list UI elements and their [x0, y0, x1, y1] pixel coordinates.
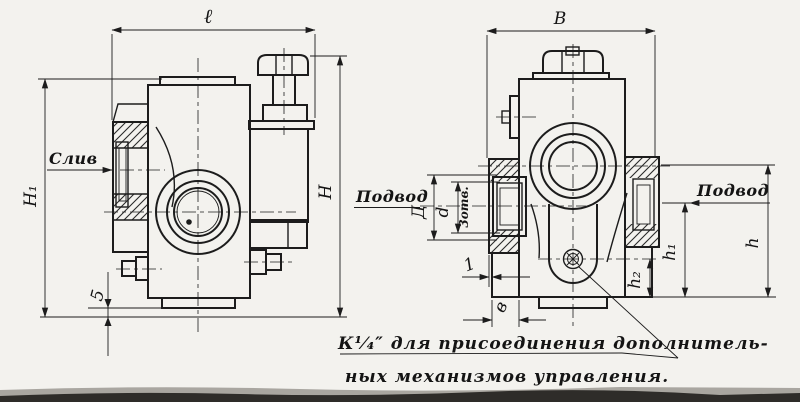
supply-callout-left: Подвод — [354, 187, 428, 208]
dim-label-h1: h₁ — [660, 243, 680, 261]
note-line-2: ных механизмов управления. — [345, 367, 669, 387]
spring-housing-flange — [248, 120, 315, 130]
dim-label-h: h — [743, 238, 763, 249]
dim-B: В — [486, 9, 656, 158]
dim-label-5: 5 — [87, 288, 109, 304]
label-3-holes: 3отв. — [457, 186, 471, 227]
label-supply-left: Подвод — [355, 187, 428, 206]
scan-edge-artifact — [0, 387, 800, 402]
dim-label-H1: Н₁ — [21, 185, 41, 208]
dim-label-h2: h₂ — [625, 271, 645, 289]
label-drain: Слив — [49, 149, 98, 168]
drain-port-window — [115, 141, 129, 208]
pilot-port-hole — [562, 248, 584, 270]
note-line-1: К¹⁄₄″ для присоединения дополнитель- — [337, 334, 769, 354]
dim-label-B: В — [553, 9, 567, 29]
supply-flange-right — [624, 156, 660, 248]
hatch-section — [626, 158, 658, 178]
dim-d: d 3отв. — [433, 181, 500, 234]
dim-label-1: 1 — [461, 254, 478, 276]
dim-foot-width: в — [463, 298, 546, 327]
mounting-base-plate — [538, 296, 608, 309]
dim-h2: h₂ — [625, 258, 654, 298]
supply-port-window — [492, 176, 527, 237]
right-side-plug — [249, 249, 282, 275]
drain-flange — [112, 121, 149, 253]
mounting-base-plate — [161, 297, 236, 309]
hatch-section — [626, 224, 658, 246]
dim-label-H: Н — [316, 183, 336, 200]
lock-nut — [262, 104, 308, 122]
left-foot — [491, 252, 520, 298]
hatch-section — [114, 123, 147, 148]
drain-callout: Слив — [47, 149, 113, 174]
adjusting-knob — [257, 54, 309, 76]
dim-label-l: ℓ — [204, 4, 213, 28]
left-view-side: ℓ Н₁ Н 5 Слив — [21, 4, 347, 356]
dim-h1: h₁ — [660, 202, 690, 298]
spring-housing — [249, 128, 309, 223]
top-cover-plate — [159, 76, 236, 86]
dim-H1: Н₁ — [21, 78, 162, 318]
supply-callout-right: Подвод — [689, 181, 770, 207]
adjusting-cap-nut — [532, 46, 610, 80]
pilot-port-boss — [548, 204, 598, 284]
right-view-front: В Подвод Д d 3отв. 1 — [354, 9, 776, 330]
center-boss-circles — [155, 169, 241, 255]
adjusting-screw-assembly — [248, 54, 315, 249]
pilot-port-note: К¹⁄₄″ для присоединения дополнитель- ных… — [337, 266, 769, 387]
dim-D: Д — [409, 174, 497, 241]
dim-label-d: d — [433, 206, 453, 217]
left-side-plug — [121, 256, 149, 281]
dim-length: ℓ — [111, 4, 316, 120]
center-boss-circles — [529, 122, 617, 210]
dim-label-D: Д — [409, 204, 429, 220]
dim-base-gap: 5 — [87, 272, 112, 356]
dim-label-b: в — [490, 298, 512, 316]
side-tab — [501, 95, 520, 139]
hatch-section — [490, 160, 518, 181]
dim-H: Н — [310, 55, 347, 318]
dim-h: h — [661, 164, 775, 298]
label-supply-right: Подвод — [696, 181, 769, 200]
